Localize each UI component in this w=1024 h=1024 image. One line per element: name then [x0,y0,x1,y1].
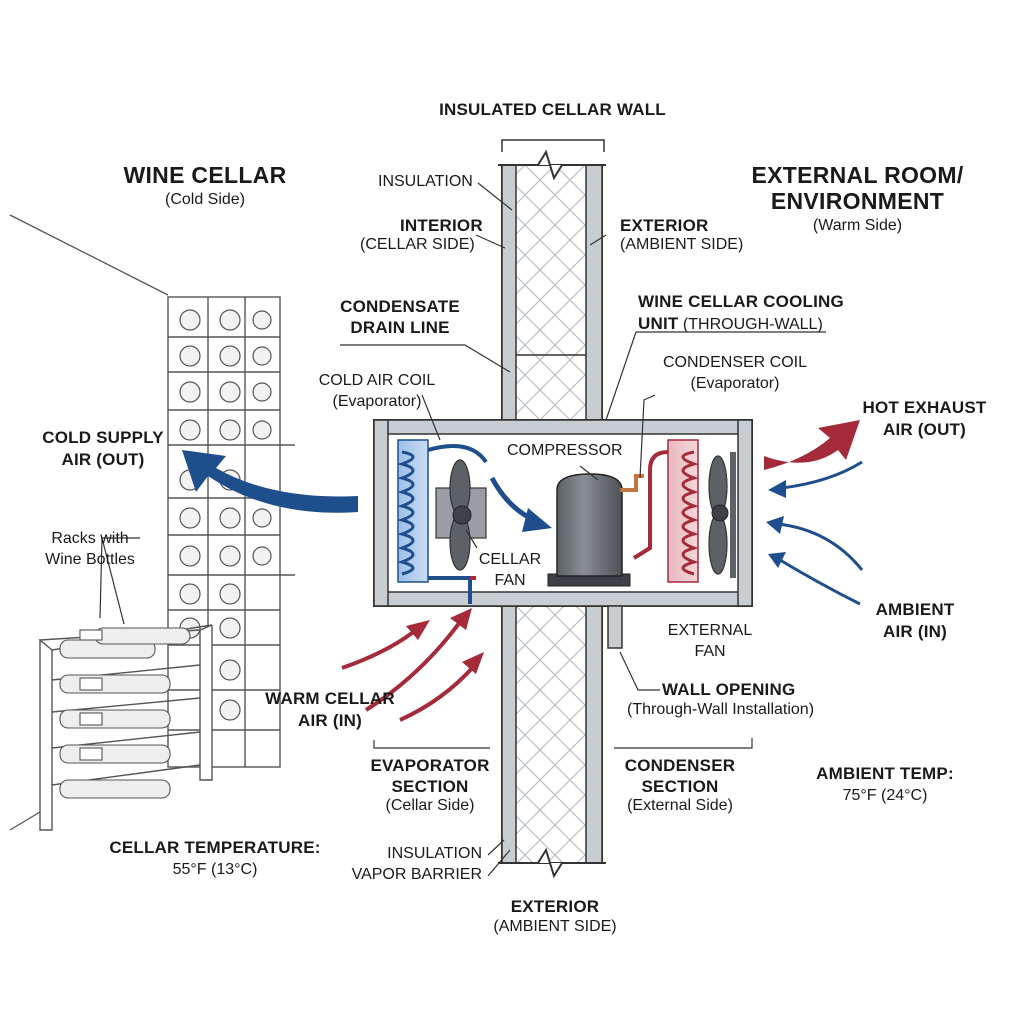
hot-exhaust-air-arrow [764,420,860,470]
drain-line-label: DRAIN LINE [350,318,450,337]
condenser-coil [632,439,699,583]
wall-opening-label: WALL OPENING [662,680,796,699]
exterior-bottom-sub-label: (AMBIENT SIDE) [493,918,617,935]
wine-cellar-subtitle: (Cold Side) [164,191,246,208]
cold-air-coil-label: COLD AIR COIL [318,372,436,389]
ambient-air-sub-label: AIR (IN) [883,622,947,641]
wall-opening-sub-label: (Through-Wall Installation) [627,701,815,718]
external-environment-title: ENVIRONMENT [770,188,945,214]
cold-supply-air-arrow [182,450,358,513]
condenser-section-sub-label: SECTION [641,777,719,796]
cellar-temp-label: CELLAR TEMPERATURE: [109,838,321,857]
warm-cellar-air-arrows [341,620,476,722]
ambient-air-label: AMBIENT [875,600,955,619]
external-room-subtitle: (Warm Side) [812,217,903,234]
exterior-top-label: EXTERIOR [620,216,709,235]
warm-cellar-air-arrowheads [406,608,484,674]
external-fan [708,452,736,578]
ambient-temp-label: AMBIENT TEMP: [816,764,954,783]
condenser-section-label: CONDENSER [624,756,736,775]
evaporator-section-label: EVAPORATOR [370,756,490,775]
condensate-label: CONDENSATE [340,297,460,316]
racks-label: Racks with [51,530,129,547]
cold-air-coil [397,439,429,583]
interior-sub-label: (CELLAR SIDE) [360,236,475,253]
ambient-air-arrowheads [766,480,786,568]
compressor [547,473,644,587]
racks-sub-label: Wine Bottles [45,551,135,568]
exterior-top-sub-label: (AMBIENT SIDE) [620,236,744,253]
cellar-fan-label: CELLAR [478,551,542,568]
evaporator-section-side-label: (Cellar Side) [385,797,475,814]
cellar-fan-sub-label: FAN [494,572,526,589]
cellar-temp-value: 55°F (13°C) [172,861,258,878]
wine-bottles-lying [59,627,191,799]
warm-cellar-air-label: WARM CELLAR [265,689,395,708]
condenser-coil-sub-label: (Evaporator) [690,375,780,392]
cooling-unit-sub-bold: UNIT [638,314,679,333]
vapor-barrier-label: VAPOR BARRIER [351,866,482,883]
condenser-section-side-label: (External Side) [627,797,733,814]
external-fan-label: EXTERNAL [667,622,753,639]
warm-cellar-air-sub-label: AIR (IN) [298,711,362,730]
compressor-label: COMPRESSOR [507,442,623,459]
external-room-title: EXTERNAL ROOM/ [751,162,964,188]
exterior-bottom-label: EXTERIOR [510,897,600,916]
insulated-wall-title: INSULATED CELLAR WALL [439,100,666,119]
cold-air-coil-sub-label: (Evaporator) [332,393,422,410]
insulation-label-bottom: INSULATION [387,845,482,862]
ambient-air-arrows [777,460,864,606]
cellar-fan [435,459,487,571]
insulated-wall [498,139,606,879]
internal-flow-arrow [489,476,552,532]
ambient-temp-value: 75°F (24°C) [842,787,928,804]
condenser-coil-label: CONDENSER COIL [662,354,808,371]
wine-rack-tall [167,296,295,768]
cold-supply-label: COLD SUPPLY [42,428,164,447]
hot-exhaust-label: HOT EXHAUST [862,398,987,417]
wine-cellar-title: WINE CELLAR [123,162,287,188]
cooling-unit-label: WINE CELLAR COOLING [638,292,844,311]
external-fan-sub-label: FAN [694,643,726,660]
insulation-label-top: INSULATION [378,173,473,190]
cellar-background [9,214,169,831]
hot-exhaust-sub-label: AIR (OUT) [882,420,966,439]
refrigerant-line-cold [427,444,488,604]
cooling-unit-sub-label: UNIT (THROUGH-WALL) [638,314,823,334]
cold-supply-sub-label: AIR (OUT) [61,450,145,469]
evaporator-section-sub-label: SECTION [391,777,469,796]
cooling-unit-sub-normal: (THROUGH-WALL) [682,316,823,333]
leader-lines [99,182,826,877]
interior-label: INTERIOR [400,216,483,235]
